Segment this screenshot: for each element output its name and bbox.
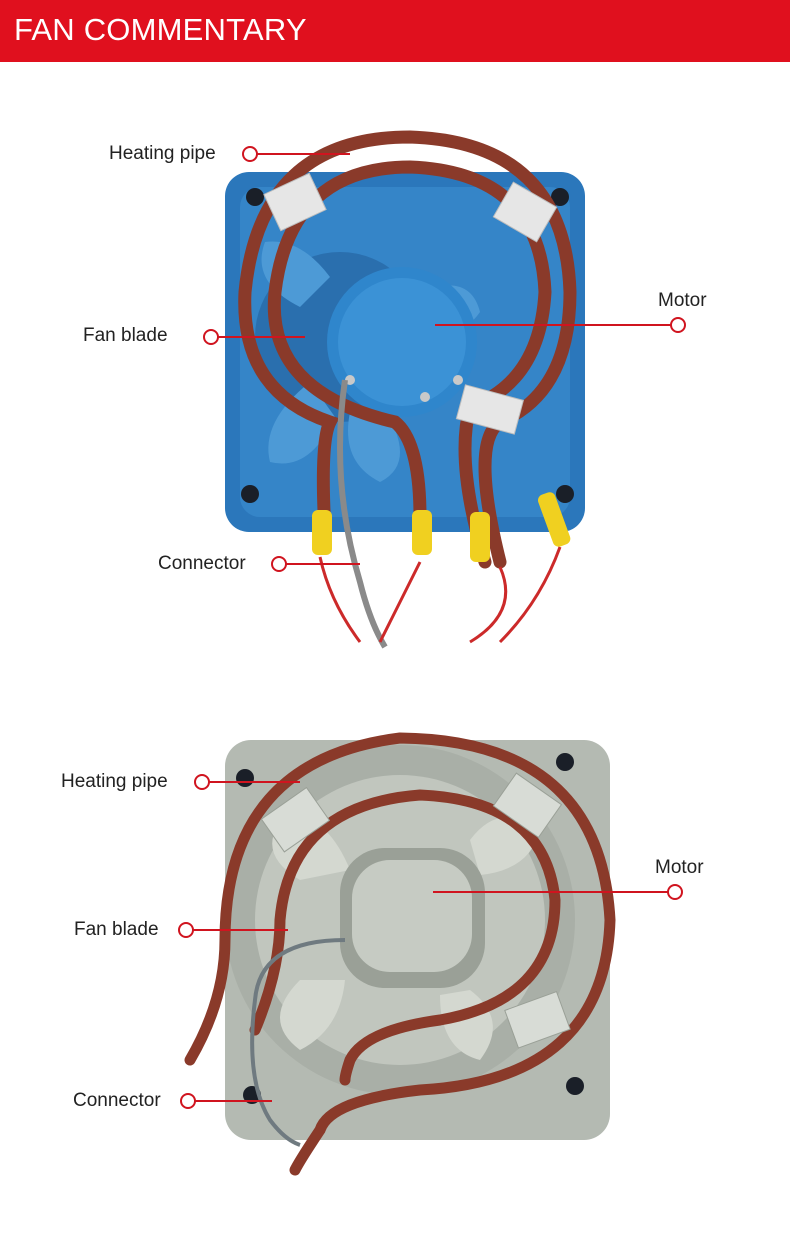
blue-fan-insulation <box>312 492 571 562</box>
blue-fan-motor <box>327 267 477 417</box>
label-fan-blade: Fan blade <box>83 325 168 346</box>
label-motor: Motor <box>655 857 704 878</box>
heating-pipe-callout-dot <box>194 774 210 790</box>
label-heating-pipe: Heating pipe <box>109 143 216 164</box>
label-motor: Motor <box>658 290 707 311</box>
label-connector: Connector <box>73 1090 161 1111</box>
fan-blade-callout-dot <box>178 922 194 938</box>
motor-callout-dot <box>670 317 686 333</box>
gray-fan-wires <box>250 938 346 1147</box>
blue-fan-callouts <box>203 146 686 572</box>
figure-blue-fan: Heating pipe Motor Fan blade Connector <box>0 62 790 662</box>
connector-callout-dot <box>271 556 287 572</box>
gray-fan-callouts <box>178 774 683 1109</box>
heating-pipe-callout-dot <box>242 146 258 162</box>
figure-gray-fan: Heating pipe Motor Fan blade Connector <box>0 700 790 1220</box>
blue-fan-wires <box>318 379 562 649</box>
gray-fan-heating-pipe <box>184 732 616 1176</box>
gray-fan-clamps <box>260 772 571 1049</box>
connector-callout-dot <box>180 1093 196 1109</box>
label-fan-blade: Fan blade <box>74 919 159 940</box>
blue-fan-clamps <box>263 172 558 435</box>
gray-fan-image <box>178 732 683 1176</box>
blue-fan-image <box>203 130 686 649</box>
header-bar: FAN COMMENTARY <box>0 0 790 62</box>
gray-fan-motor <box>340 848 485 988</box>
fan-blade-callout-dot <box>203 329 219 345</box>
page-title: FAN COMMENTARY <box>14 12 307 47</box>
motor-callout-dot <box>667 884 683 900</box>
label-connector: Connector <box>158 553 246 574</box>
label-heating-pipe: Heating pipe <box>61 771 168 792</box>
